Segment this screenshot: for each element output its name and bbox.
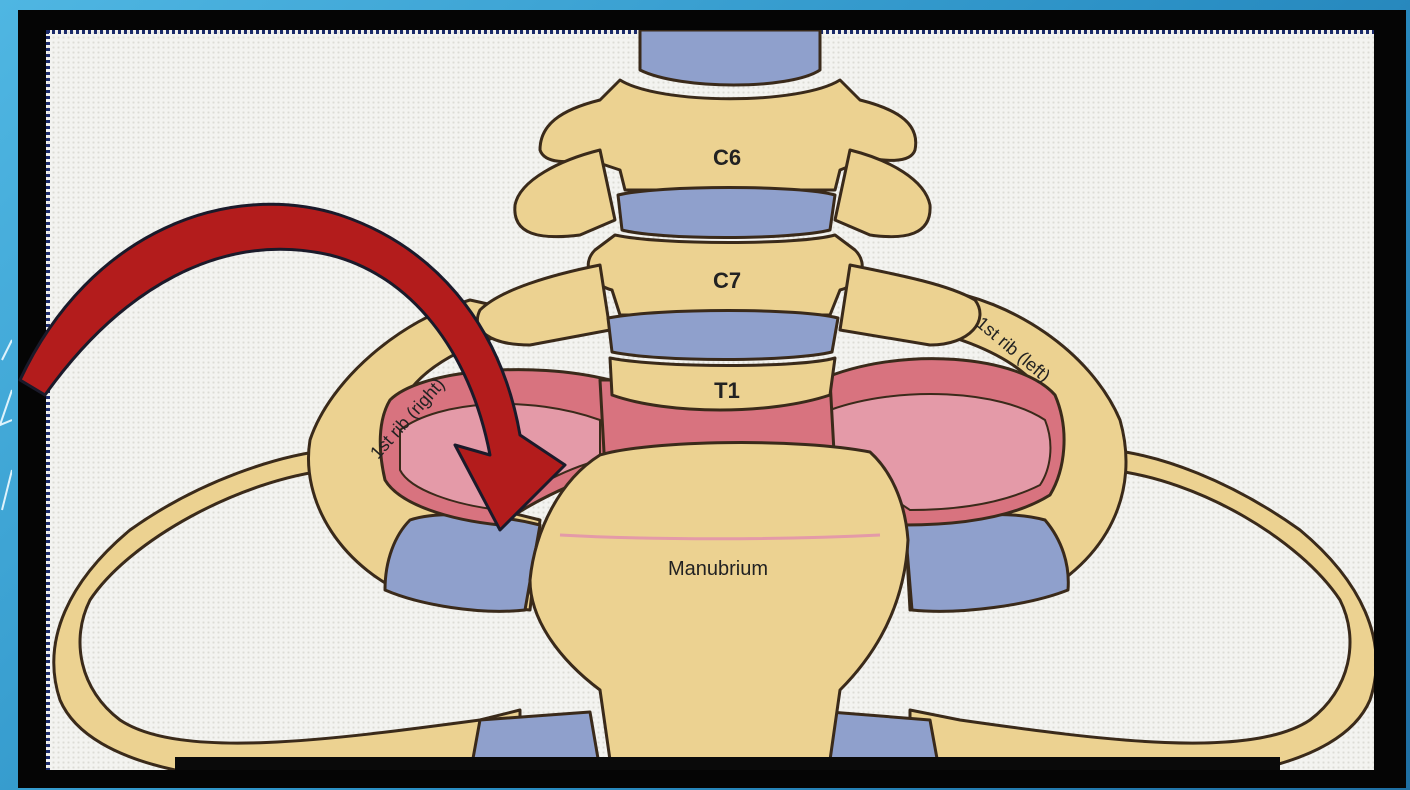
costal-cartilage-right [385,515,540,612]
caption-bar [175,757,1280,777]
c6-transverse-process-right [515,150,615,237]
intervertebral-disc-top [640,30,820,85]
label-manubrium: Manubrium [668,558,768,580]
slide-decoration [0,330,12,530]
costal-cartilage-left [905,515,1068,612]
label-t1: T1 [714,378,740,403]
c7-transverse-process-left [840,265,980,345]
c6-transverse-process-left [835,150,930,237]
curved-arrow [20,204,565,530]
label-c7: C7 [713,268,741,293]
label-c6: C6 [713,145,741,170]
intervertebral-disc-c6-c7 [618,188,835,238]
intervertebral-disc-c7-t1 [608,311,838,360]
c7-transverse-process-right [477,265,610,345]
